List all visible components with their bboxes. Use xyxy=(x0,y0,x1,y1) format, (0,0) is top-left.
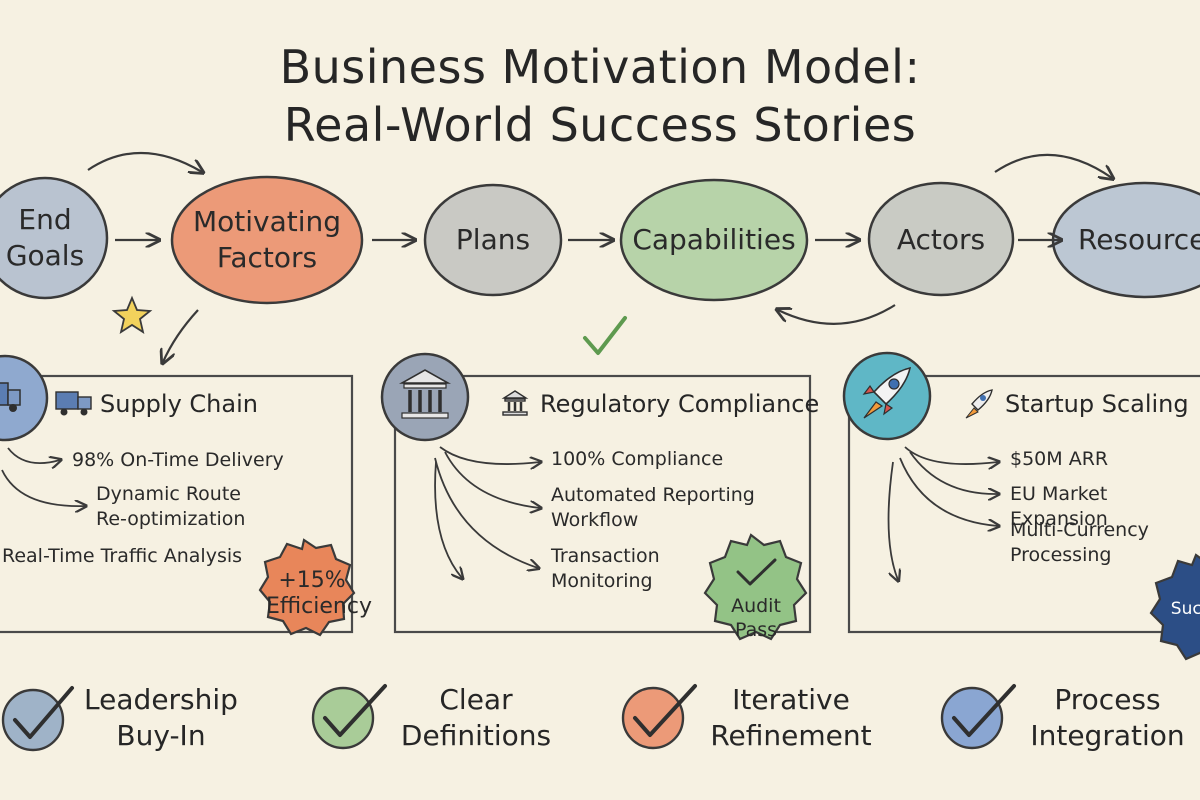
bank-icon xyxy=(501,390,529,416)
node-actors xyxy=(867,181,1015,297)
case-item: Multi-Currency Processing xyxy=(1010,519,1149,566)
flow-arrows xyxy=(87,151,1112,362)
node-motivating-factors xyxy=(170,175,364,305)
case-boxes xyxy=(0,374,1200,634)
case-box-supply-chain xyxy=(0,374,354,634)
case-title-regulatory-compliance: Regulatory Compliance xyxy=(540,390,820,418)
node-capabilities xyxy=(619,178,809,302)
truck-circle xyxy=(0,354,49,442)
node-label-plans: Plans xyxy=(455,223,531,256)
page-title-line-1: Business Motivation Model: xyxy=(279,40,921,94)
principle-clear-definitions: Clear Definitions xyxy=(400,683,552,752)
node-label-resources: Resources xyxy=(1078,223,1200,256)
case-title-supply-chain: Supply Chain xyxy=(100,390,258,418)
flow-nodes xyxy=(0,175,1200,305)
rocket-circle xyxy=(842,351,932,441)
page-title-line-2: Real-World Success Stories xyxy=(283,98,917,152)
node-label-capabilities: Capabilities xyxy=(632,223,796,256)
node-end-goals xyxy=(0,176,109,300)
badge-audit-pass xyxy=(703,533,808,641)
principle-iterative-refinement: Iterative Refinement xyxy=(710,683,872,752)
arrow-top-left-curve xyxy=(87,151,202,172)
case-item: EU Market Expansion xyxy=(1010,483,1108,530)
truck-icon xyxy=(55,391,92,416)
principle-leadership-buy-in: Leadership Buy-In xyxy=(84,683,238,752)
check-icon xyxy=(583,316,627,355)
check-circle-definitions xyxy=(311,684,387,750)
badge-check-icon xyxy=(736,558,777,586)
arrow-top-right-curve xyxy=(994,153,1112,178)
badge-text-audit-pass: Audit Pass xyxy=(731,595,781,641)
arrow-factors-down xyxy=(163,309,199,362)
case-item: 100% Compliance xyxy=(551,448,724,470)
case-item: Transaction Monitoring xyxy=(551,545,660,592)
principle-process-integration: Process Integration xyxy=(1030,683,1185,752)
node-plans xyxy=(423,183,563,297)
check-circle-leadership xyxy=(1,686,74,752)
badge-text-success: Success I xyxy=(1170,599,1200,619)
principle-checks xyxy=(1,684,1016,752)
case-title-startup-scaling: Startup Scaling xyxy=(1005,390,1189,418)
case-item: 98% On-Time Delivery xyxy=(72,449,284,471)
check-circle-integration xyxy=(940,684,1016,750)
check-circle-refinement xyxy=(621,684,697,750)
rocket-small-icon xyxy=(965,389,993,419)
case-box-regulatory-compliance xyxy=(393,374,812,634)
case-item: Automated Reporting Workflow xyxy=(551,484,755,531)
case-item: Dynamic Route Re-optimization xyxy=(96,483,246,530)
case-item: $50M ARR xyxy=(1010,448,1109,470)
case-item: Real-Time Traffic Analysis xyxy=(2,545,243,567)
arrow-feedback-actors xyxy=(778,304,896,325)
node-label-actors: Actors xyxy=(896,223,986,256)
bank-circle xyxy=(380,352,470,442)
badge-text-efficiency: +15% Efficiency xyxy=(266,568,372,619)
case-bullet-arrows xyxy=(1,446,998,580)
star-icon xyxy=(111,295,153,334)
badge-success xyxy=(1149,553,1200,661)
node-label-end-goals: End Goals xyxy=(5,203,85,272)
badge-efficiency xyxy=(258,538,356,637)
case-box-startup-scaling xyxy=(847,374,1200,634)
node-label-motivating-factors: Motivating Factors xyxy=(192,205,342,274)
